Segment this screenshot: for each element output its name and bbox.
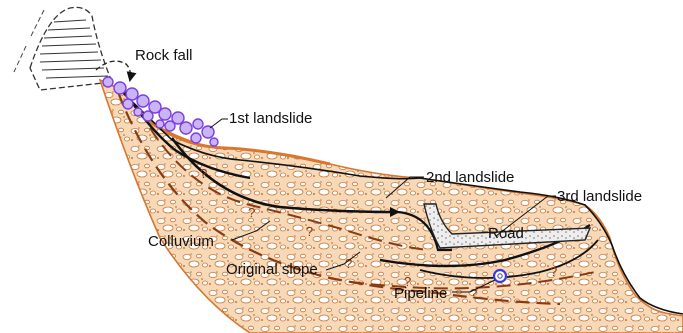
label-road: Road <box>488 226 524 241</box>
label-rock-fall: Rock fall <box>135 48 193 63</box>
label-colluvium: Colluvium <box>148 234 214 249</box>
svg-text:?: ? <box>470 286 477 301</box>
leader-landslide-1 <box>210 119 228 128</box>
svg-text:?: ? <box>200 166 207 181</box>
label-landslide-1: 1st landslide <box>229 111 312 126</box>
label-pipeline: Pipeline <box>394 286 447 301</box>
label-landslide-3: 3rd landslide <box>557 189 642 204</box>
svg-text:?: ? <box>550 264 557 279</box>
label-original-slope: Original slope <box>226 262 318 277</box>
label-landslide-2: 2nd landslide <box>426 170 514 185</box>
svg-text:?: ? <box>248 205 255 220</box>
bedrock-cliff <box>14 7 112 90</box>
svg-text:?: ? <box>306 224 313 239</box>
